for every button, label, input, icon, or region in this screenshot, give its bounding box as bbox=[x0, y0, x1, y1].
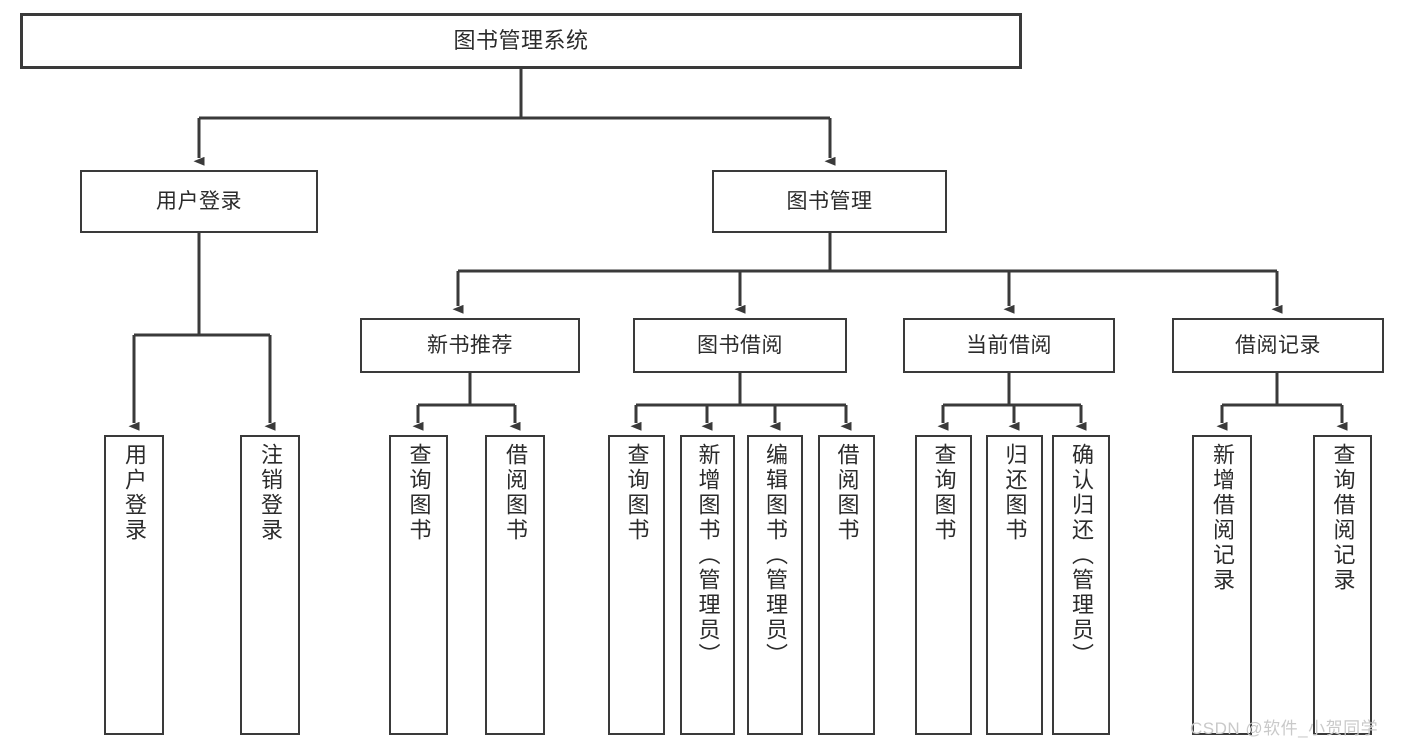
node-leaf-label: 借阅图书 bbox=[834, 443, 860, 543]
node-leaf[interactable]: 查询借阅记录 bbox=[1313, 435, 1372, 735]
node-leaf-label: 查询借阅记录 bbox=[1330, 443, 1356, 593]
node-level2-label: 借阅记录 bbox=[1235, 333, 1321, 357]
node-level2-label: 新书推荐 bbox=[427, 333, 513, 357]
node-leaf[interactable]: 查询图书 bbox=[608, 435, 665, 735]
node-leaf-label: 借阅图书 bbox=[503, 443, 528, 543]
node-leaf[interactable]: 查询图书 bbox=[915, 435, 972, 735]
node-level1-label: 用户登录 bbox=[156, 189, 242, 213]
node-leaf-label: 查询图书 bbox=[624, 443, 650, 543]
node-level2[interactable]: 借阅记录 bbox=[1172, 318, 1384, 373]
node-leaf[interactable]: 查询图书 bbox=[389, 435, 448, 735]
node-leaf-label: 用户登录 bbox=[122, 443, 147, 543]
node-leaf[interactable]: 注销登录 bbox=[240, 435, 300, 735]
node-level2[interactable]: 当前借阅 bbox=[903, 318, 1115, 373]
node-leaf-label: 注销登录 bbox=[258, 443, 283, 543]
node-level1[interactable]: 用户登录 bbox=[80, 170, 318, 233]
node-leaf[interactable]: 借阅图书 bbox=[485, 435, 545, 735]
node-leaf-label: 查询图书 bbox=[406, 443, 432, 543]
node-level2[interactable]: 新书推荐 bbox=[360, 318, 580, 373]
node-leaf[interactable]: 编辑图书（管理员） bbox=[747, 435, 803, 735]
node-leaf[interactable]: 新增图书（管理员） bbox=[680, 435, 735, 735]
node-level2-label: 图书借阅 bbox=[697, 333, 783, 357]
node-leaf[interactable]: 新增借阅记录 bbox=[1192, 435, 1252, 735]
node-leaf[interactable]: 确认归还（管理员） bbox=[1052, 435, 1110, 735]
node-leaf-label: 新增图书（管理员） bbox=[695, 443, 721, 668]
node-leaf-label: 新增借阅记录 bbox=[1210, 443, 1235, 593]
node-leaf-label: 归还图书 bbox=[1002, 443, 1028, 543]
node-root[interactable]: 图书管理系统 bbox=[20, 13, 1022, 69]
node-leaf-label: 编辑图书（管理员） bbox=[763, 443, 788, 668]
node-leaf-label: 确认归还（管理员） bbox=[1069, 443, 1094, 668]
node-level1-label: 图书管理 bbox=[786, 189, 873, 213]
node-leaf[interactable]: 归还图书 bbox=[986, 435, 1043, 735]
node-leaf[interactable]: 用户登录 bbox=[104, 435, 164, 735]
node-leaf[interactable]: 借阅图书 bbox=[818, 435, 875, 735]
node-level2-label: 当前借阅 bbox=[966, 333, 1052, 357]
node-root-label: 图书管理系统 bbox=[453, 27, 589, 53]
node-level2[interactable]: 图书借阅 bbox=[633, 318, 847, 373]
csdn-watermark: CSDN @软件_小贺同学 bbox=[1190, 719, 1379, 738]
node-leaf-label: 查询图书 bbox=[931, 443, 957, 543]
node-level1[interactable]: 图书管理 bbox=[712, 170, 947, 233]
